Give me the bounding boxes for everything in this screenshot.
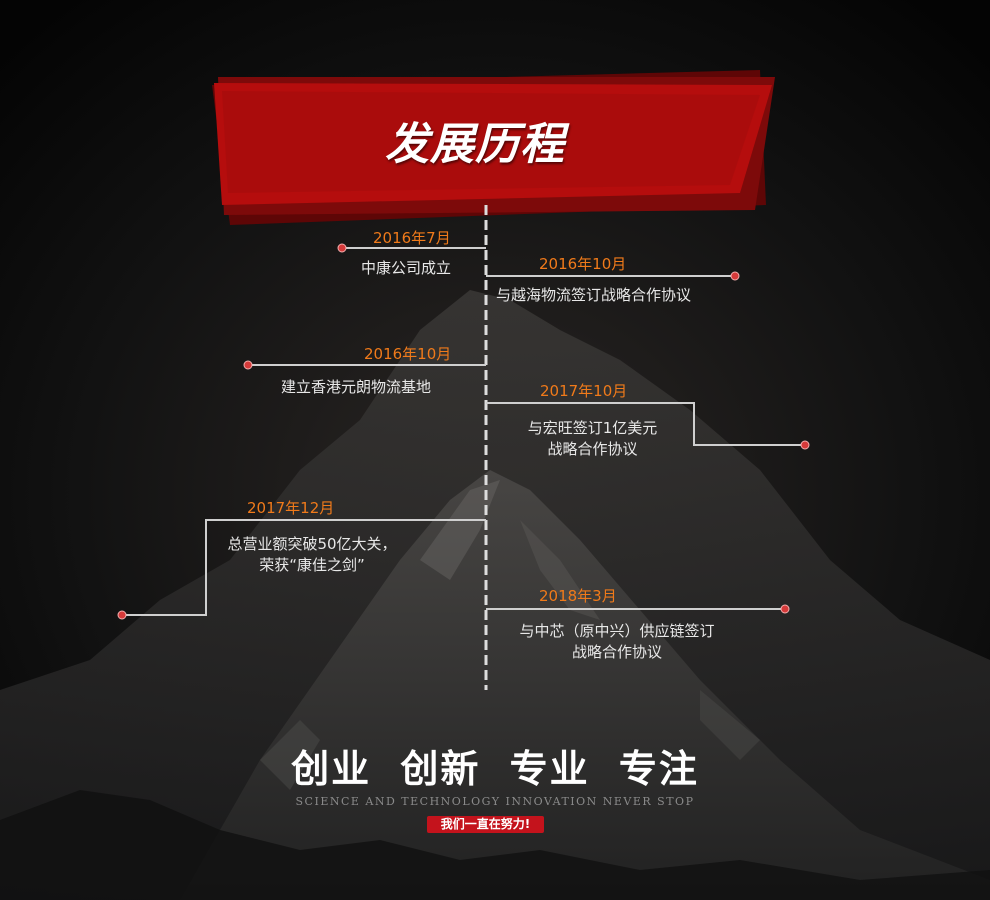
timeline-dot bbox=[243, 360, 253, 370]
milestone-line: 战略合作协议 bbox=[547, 440, 638, 458]
timeline-dot bbox=[730, 271, 740, 281]
milestone-description: 与宏旺签订1亿美元 战略合作协议 bbox=[500, 418, 685, 460]
page-title: 发展历程 bbox=[385, 119, 565, 170]
milestone-line: 荣获“康佳之剑” bbox=[259, 556, 365, 574]
timeline-dot bbox=[780, 604, 790, 614]
title-banner bbox=[212, 70, 775, 225]
milestone-line: 与宏旺签订1亿美元 bbox=[527, 419, 658, 437]
milestone-description: 与越海物流签订战略合作协议 bbox=[496, 286, 692, 304]
milestone-date: 2016年10月 bbox=[364, 345, 452, 363]
milestone-date: 2017年12月 bbox=[247, 499, 335, 517]
milestone-description: 建立香港元朗物流基地 bbox=[281, 378, 432, 396]
milestone-date: 2016年7月 bbox=[373, 229, 451, 247]
milestone-description: 与中芯（原中兴）供应链签订 战略合作协议 bbox=[492, 621, 742, 663]
milestone-date: 2017年10月 bbox=[540, 382, 628, 400]
milestone-line: 总营业额突破50亿大关， bbox=[227, 535, 397, 553]
slogan-subtitle: SCIENCE AND TECHNOLOGY INNOVATION NEVER … bbox=[295, 795, 695, 808]
timeline-dot bbox=[800, 440, 810, 450]
milestone-description: 总营业额突破50亿大关， 荣获“康佳之剑” bbox=[208, 534, 416, 576]
milestone-date: 2018年3月 bbox=[539, 587, 617, 605]
milestone-description: 中康公司成立 bbox=[361, 259, 452, 277]
milestone-line: 战略合作协议 bbox=[571, 643, 662, 661]
slogan: 创业 创新 专业 专注 bbox=[291, 747, 699, 791]
milestone-date: 2016年10月 bbox=[539, 255, 627, 273]
tagline-badge: 我们一直在努力! bbox=[427, 816, 544, 833]
milestone-line: 与中芯（原中兴）供应链签订 bbox=[519, 622, 715, 640]
timeline-dot bbox=[117, 610, 127, 620]
timeline-dot bbox=[337, 243, 347, 253]
